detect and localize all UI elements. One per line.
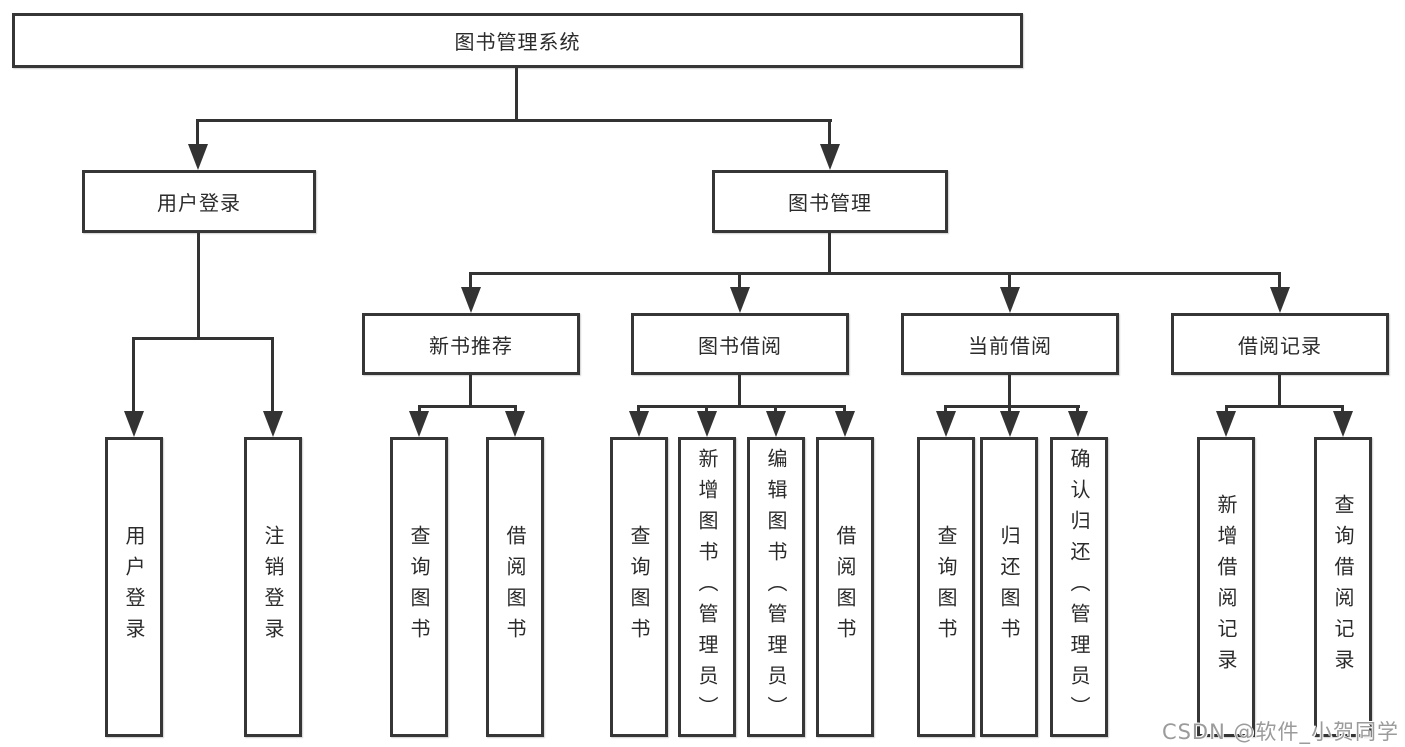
- node-label: 查询借阅记录: [1331, 494, 1355, 680]
- node-user-login: 用户登录: [82, 170, 316, 233]
- node-label: 确认归还（管理员）: [1067, 447, 1091, 727]
- node-current-borrowing: 当前借阅: [901, 313, 1119, 375]
- leaf-add-borrow-record: 新增借阅记录: [1197, 437, 1255, 737]
- node-label: 图书管理系统: [454, 30, 581, 54]
- node-label: 借阅记录: [1238, 333, 1322, 358]
- connector-line: [1008, 375, 1011, 407]
- connector-line: [271, 337, 274, 414]
- connector-line: [637, 405, 846, 408]
- connector-line: [774, 405, 777, 415]
- connector-line: [132, 337, 274, 340]
- connector-line: [1278, 375, 1281, 407]
- connector-line: [418, 405, 517, 408]
- connector-line: [1341, 405, 1344, 415]
- node-label: 查询图书: [627, 525, 651, 649]
- arrowhead: [461, 287, 481, 313]
- connector-line: [196, 119, 832, 122]
- node-label: 借阅图书: [833, 525, 857, 649]
- arrowhead: [1216, 411, 1236, 437]
- arrowhead: [1000, 411, 1020, 437]
- csdn-watermark: CSDN @软件_小贺同学: [1161, 720, 1399, 744]
- connector-line: [843, 405, 846, 415]
- node-label: 归还图书: [997, 525, 1021, 649]
- connector-line: [637, 405, 640, 415]
- node-new-book-recommend: 新书推荐: [362, 313, 580, 375]
- arrowhead: [697, 411, 717, 437]
- leaf-confirm-return-admin: 确认归还（管理员）: [1050, 437, 1108, 737]
- connector-line: [469, 272, 1281, 275]
- node-label: 当前借阅: [968, 333, 1052, 358]
- node-label: 图书管理: [788, 191, 872, 215]
- leaf-user-login: 用户登录: [105, 437, 163, 737]
- connector-line: [418, 405, 421, 415]
- node-borrowing-records: 借阅记录: [1171, 313, 1389, 375]
- connector-line: [738, 272, 741, 290]
- arrowhead: [409, 411, 429, 437]
- node-label: 用户登录: [122, 525, 146, 649]
- node-label: 新增图书（管理员）: [695, 447, 719, 727]
- connector-line: [469, 375, 472, 407]
- node-label: 查询图书: [934, 525, 958, 649]
- connector-line: [828, 119, 831, 147]
- connector-line: [515, 68, 518, 122]
- node-book-management: 图书管理: [712, 170, 948, 233]
- node-label: 新增借阅记录: [1214, 494, 1238, 680]
- node-label: 编辑图书（管理员）: [764, 447, 788, 727]
- leaf-return-book: 归还图书: [980, 437, 1038, 737]
- connector-line: [514, 405, 517, 415]
- arrowhead: [505, 411, 525, 437]
- node-label: 图书借阅: [698, 333, 782, 358]
- leaf-borrow-books: 借阅图书: [816, 437, 874, 737]
- connector-line: [944, 405, 1080, 408]
- leaf-query-borrow-record: 查询借阅记录: [1314, 437, 1372, 737]
- connector-line: [1008, 405, 1011, 415]
- leaf-query-books-current: 查询图书: [917, 437, 975, 737]
- arrowhead: [766, 411, 786, 437]
- node-label: 用户登录: [157, 191, 241, 215]
- arrowhead: [1000, 287, 1020, 313]
- node-label: 查询图书: [407, 525, 431, 649]
- arrowhead: [1333, 411, 1353, 437]
- connector-line: [1225, 405, 1228, 415]
- arrowhead: [124, 411, 144, 437]
- connector-line: [1076, 405, 1079, 415]
- connector-line: [738, 375, 741, 407]
- arrowhead: [188, 144, 208, 170]
- arrowhead: [629, 411, 649, 437]
- connector-line: [469, 272, 472, 290]
- connector-line: [1278, 272, 1281, 290]
- arrowhead: [936, 411, 956, 437]
- connector-line: [828, 233, 831, 274]
- connector-line: [944, 405, 947, 415]
- leaf-logout: 注销登录: [244, 437, 302, 737]
- leaf-query-books-recommend: 查询图书: [390, 437, 448, 737]
- connector-line: [1008, 272, 1011, 290]
- node-label: 新书推荐: [429, 333, 513, 358]
- leaf-borrow-books-recommend: 借阅图书: [486, 437, 544, 737]
- arrowhead: [835, 411, 855, 437]
- node-label: 借阅图书: [503, 525, 527, 649]
- leaf-query-books-borrow: 查询图书: [610, 437, 668, 737]
- connector-line: [1225, 405, 1344, 408]
- leaf-edit-book-admin: 编辑图书（管理员）: [747, 437, 805, 737]
- arrowhead: [263, 411, 283, 437]
- arrowhead: [820, 144, 840, 170]
- node-book-borrowing: 图书借阅: [631, 313, 849, 375]
- connector-line: [705, 405, 708, 415]
- arrowhead: [1068, 411, 1088, 437]
- connector-line: [197, 233, 200, 339]
- node-library-management-system: 图书管理系统: [12, 13, 1023, 68]
- arrowhead: [730, 287, 750, 313]
- node-label: 注销登录: [261, 525, 285, 649]
- arrowhead: [1270, 287, 1290, 313]
- leaf-add-book-admin: 新增图书（管理员）: [678, 437, 736, 737]
- connector-line: [196, 119, 199, 147]
- connector-line: [132, 337, 135, 414]
